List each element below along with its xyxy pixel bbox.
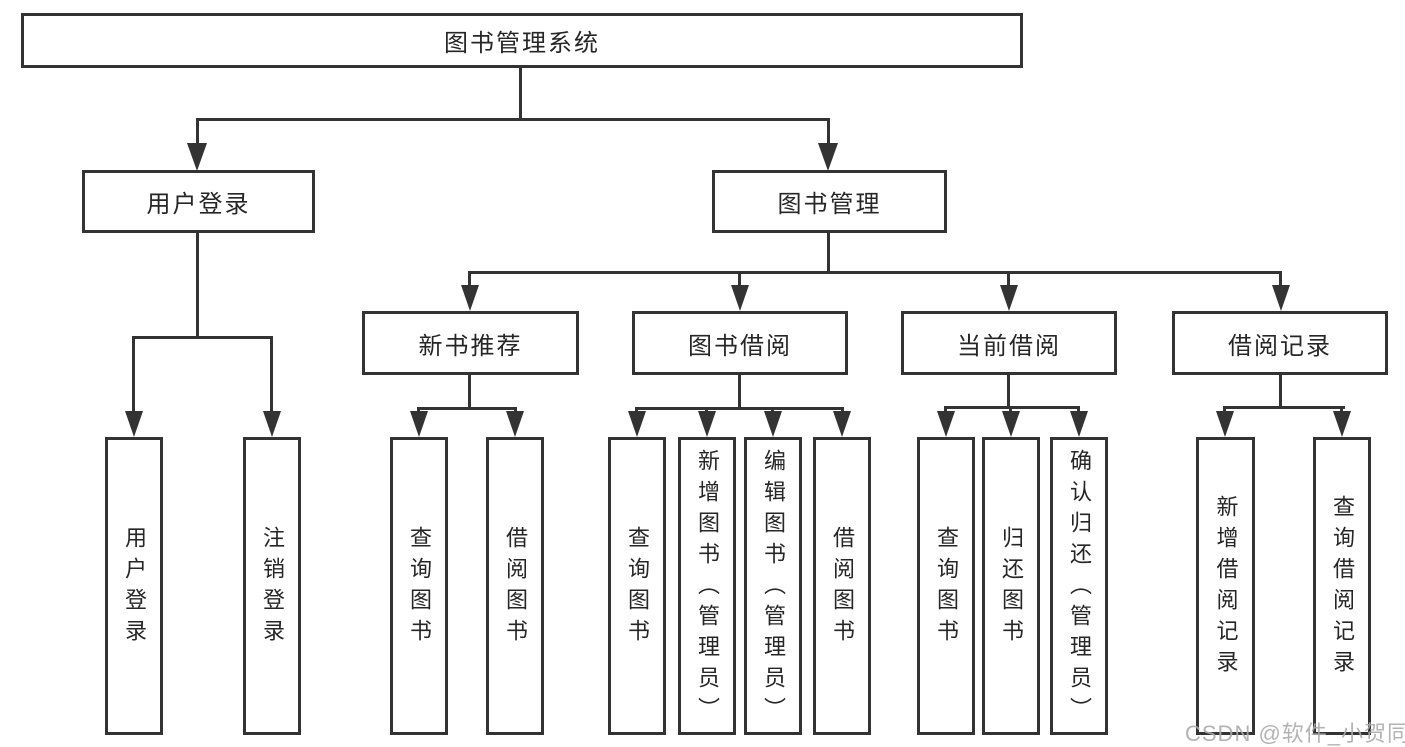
leaf-label: 借阅图书	[503, 526, 528, 650]
connector-drop	[827, 118, 830, 146]
leaf-query-books-current: 查询图书	[917, 437, 975, 735]
connector-recommend-rail	[417, 407, 517, 410]
connector-drop	[944, 406, 947, 415]
arrow-down-icon	[1333, 411, 1351, 437]
leaf-label: 查询图书	[934, 526, 959, 650]
arrow-down-icon	[1272, 285, 1290, 311]
leaf-query-borrow-record: 查询借阅记录	[1313, 437, 1371, 735]
leaf-label: 用户登录	[122, 526, 147, 650]
arrow-down-icon	[833, 411, 851, 437]
node-borrowing-records: 借阅记录	[1172, 311, 1388, 375]
connector-level3-rail	[468, 271, 1282, 274]
node-label: 借阅记录	[1228, 332, 1332, 360]
csdn-watermark: CSDN @软件_小贺同学	[1185, 721, 1405, 746]
connector-records-rail	[1223, 406, 1345, 409]
arrow-down-icon	[410, 411, 428, 437]
connector-current-rail	[944, 406, 1080, 409]
leaf-return-books: 归还图书	[982, 437, 1040, 735]
leaf-label: 新增借阅记录	[1213, 495, 1239, 681]
node-label: 图书借阅	[688, 332, 792, 360]
arrow-down-icon	[937, 411, 955, 437]
connector-level2-rail	[196, 118, 830, 121]
connector-borrowing-rail	[635, 407, 844, 410]
arrow-down-icon	[506, 411, 524, 437]
leaf-edit-books-admin: 编辑图书（管理员）	[744, 437, 802, 735]
connector-recommend-stem	[468, 375, 471, 410]
arrow-down-icon	[1070, 411, 1088, 437]
node-user-login: 用户登录	[82, 170, 315, 233]
node-label: 当前借阅	[957, 332, 1061, 360]
arrow-down-icon	[764, 411, 782, 437]
arrow-down-icon	[628, 411, 646, 437]
leaf-query-books-borrowing: 查询图书	[608, 437, 666, 735]
connector-records-stem	[1279, 375, 1282, 409]
leaf-label: 归还图书	[999, 526, 1024, 650]
leaf-label: 编辑图书（管理员）	[761, 448, 786, 728]
leaf-borrow-books-recommend: 借阅图书	[486, 437, 544, 735]
connector-user-stem	[196, 233, 199, 339]
connector-drop	[1009, 406, 1012, 415]
leaf-borrow-books-borrowing: 借阅图书	[813, 437, 871, 735]
leaf-logout: 注销登录	[243, 437, 301, 735]
connector-root-stem	[519, 68, 522, 121]
connector-mgmt-stem	[827, 233, 830, 274]
leaf-label: 查询图书	[625, 526, 650, 650]
leaf-label: 借阅图书	[830, 526, 855, 650]
node-book-borrowing: 图书借阅	[632, 311, 848, 375]
connector-drop	[132, 336, 135, 414]
arrow-down-icon	[731, 285, 749, 311]
connector-drop	[1007, 271, 1010, 288]
connector-drop	[738, 271, 741, 288]
leaf-user-login: 用户登录	[105, 437, 163, 735]
connector-drop	[1223, 406, 1226, 415]
leaf-label: 查询借阅记录	[1330, 495, 1355, 681]
node-label: 图书管理系统	[444, 30, 600, 57]
node-new-book-recommend: 新书推荐	[362, 311, 579, 375]
arrow-down-icon	[125, 411, 143, 437]
arrow-down-icon	[818, 143, 838, 171]
leaf-query-books-recommend: 查询图书	[390, 437, 448, 735]
connector-user-rail	[132, 336, 273, 339]
arrow-down-icon	[698, 411, 716, 437]
connector-drop	[1077, 406, 1080, 415]
connector-current-stem	[1007, 375, 1010, 409]
connector-drop	[1279, 271, 1282, 288]
leaf-label: 查询图书	[407, 526, 432, 650]
arrow-down-icon	[187, 143, 207, 171]
arrow-down-icon	[1002, 411, 1020, 437]
connector-drop	[270, 336, 273, 414]
arrow-down-icon	[263, 411, 281, 437]
arrow-down-icon	[1216, 411, 1234, 437]
node-label: 图书管理	[777, 191, 882, 218]
leaf-confirm-return-admin: 确认归还（管理员）	[1050, 437, 1108, 735]
node-label: 用户登录	[146, 191, 251, 218]
connector-drop	[196, 118, 199, 146]
leaf-add-books-admin: 新增图书（管理员）	[678, 437, 736, 735]
leaf-add-borrow-record: 新增借阅记录	[1196, 437, 1255, 735]
node-book-management: 图书管理	[712, 170, 947, 233]
arrow-down-icon	[1000, 285, 1018, 311]
node-root-library-system: 图书管理系统	[21, 13, 1023, 68]
connector-borrowing-stem	[738, 375, 741, 410]
leaf-label: 注销登录	[260, 526, 285, 650]
connector-drop	[468, 271, 471, 288]
node-current-borrowing: 当前借阅	[901, 311, 1117, 375]
connector-drop	[1340, 406, 1343, 415]
leaf-label: 新增图书（管理员）	[695, 448, 720, 728]
arrow-down-icon	[461, 285, 479, 311]
node-label: 新书推荐	[418, 332, 523, 360]
leaf-label: 确认归还（管理员）	[1067, 448, 1092, 728]
